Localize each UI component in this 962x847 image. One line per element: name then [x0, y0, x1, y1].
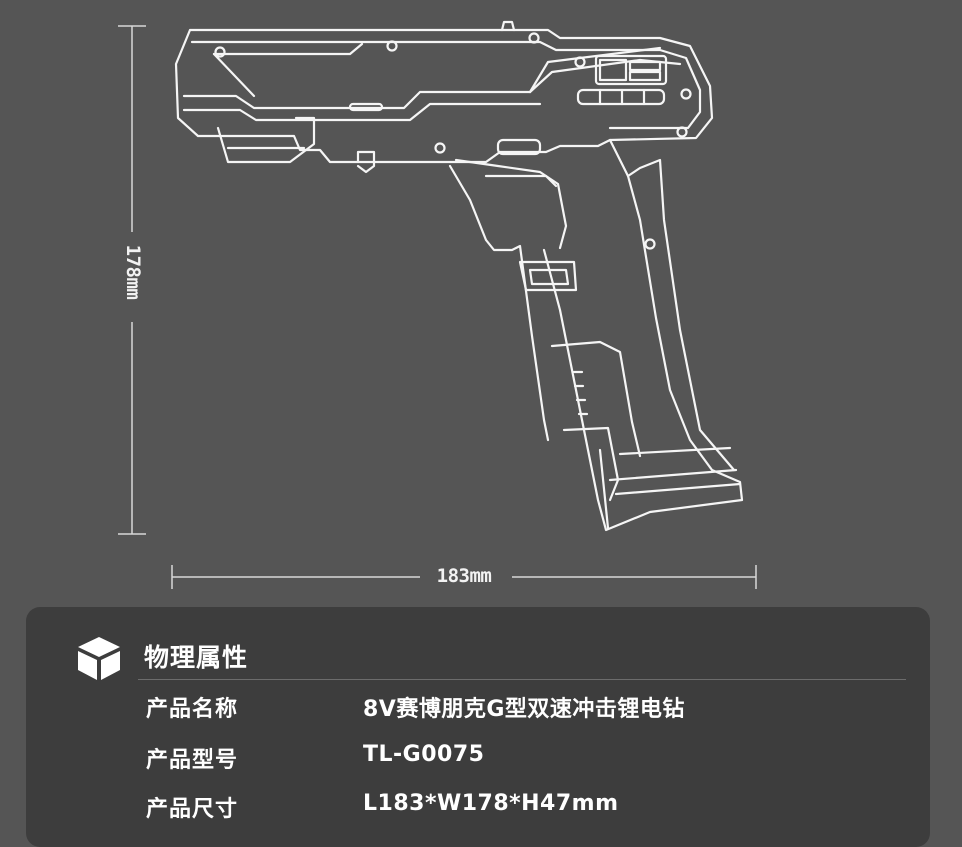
cube-icon [78, 637, 120, 680]
spec-label: 产品型号 [146, 748, 239, 773]
panel-divider [138, 679, 906, 680]
spec-value: L183*W178*H47mm [363, 791, 619, 816]
spec-row-product-model: 产品型号 TL-G0075 [146, 742, 906, 774]
product-line-drawing [118, 20, 757, 589]
panel-title: 物理属性 [144, 643, 249, 672]
height-dimension-label: 178mm [122, 244, 144, 300]
spec-value: TL-G0075 [363, 742, 485, 767]
width-dimension-label: 183mm [436, 565, 492, 587]
spec-row-product-name: 产品名称 8V赛博朋克G型双速冲击锂电钻 [146, 691, 906, 723]
width-dimension-line [171, 565, 757, 589]
spec-label: 产品名称 [146, 697, 239, 722]
height-dimension-line [118, 25, 146, 535]
drill-outline [174, 20, 744, 532]
spec-label: 产品尺寸 [146, 797, 239, 822]
properties-panel: 物理属性 产品名称 8V赛博朋克G型双速冲击锂电钻 产品型号 TL-G0075 … [26, 607, 930, 847]
spec-value: 8V赛博朋克G型双速冲击锂电钻 [363, 697, 685, 722]
spec-row-product-size: 产品尺寸 L183*W178*H47mm [146, 791, 906, 823]
